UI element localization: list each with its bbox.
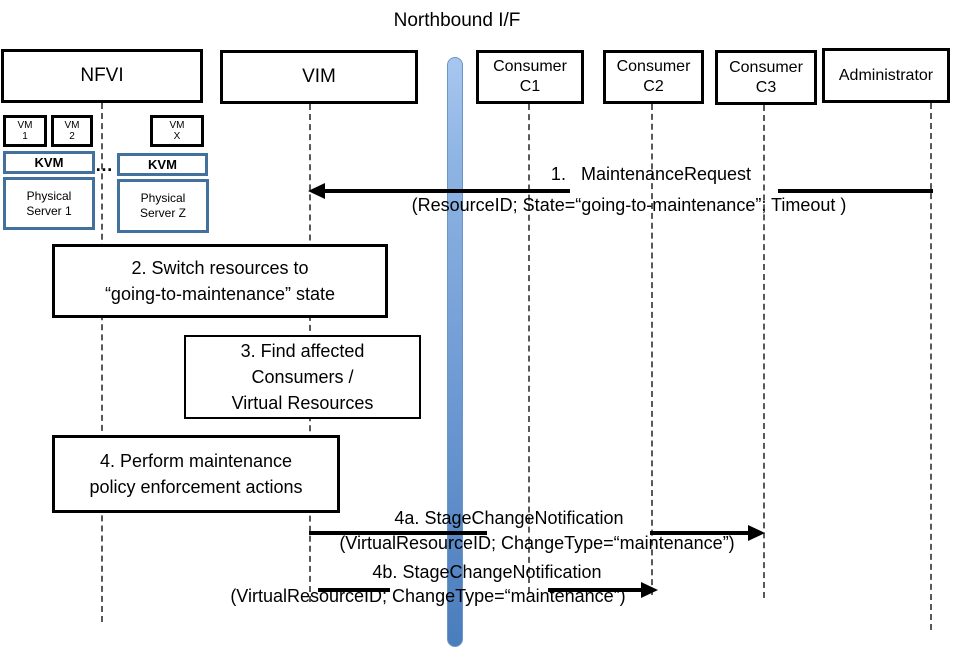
- kvm-2-box: KVM: [117, 153, 208, 176]
- actor-nfvi-label: NFVI: [80, 65, 124, 86]
- vm-1-box: VM 1: [3, 115, 47, 147]
- step-3-label: 3. Find affected Consumers / Virtual Res…: [231, 340, 374, 414]
- actor-administrator: Administrator: [822, 48, 950, 103]
- step-3-box: 3. Find affected Consumers / Virtual Res…: [184, 335, 421, 419]
- lifeline-administrator: [930, 103, 932, 630]
- actor-consumer-c1: Consumer C1: [476, 50, 584, 104]
- message-4a-name: 4a. StageChangeNotification: [394, 508, 624, 528]
- vm-x-box: VM X: [150, 115, 204, 147]
- message-1-params: (ResourceID; State=“going-to-maintenance…: [411, 195, 847, 215]
- message-1-name: 1. MaintenanceRequest: [550, 164, 752, 184]
- step-2-label: 2. Switch resources to “going-to-mainten…: [104, 257, 336, 304]
- step-2-box: 2. Switch resources to “going-to-mainten…: [52, 244, 388, 318]
- vm-x-label: VM X: [169, 119, 185, 143]
- actor-consumer-c1-label: Consumer C1: [493, 58, 567, 95]
- lifeline-consumer-c1: [528, 104, 530, 593]
- message-4a-params: (VirtualResourceID; ChangeType=“maintena…: [339, 533, 735, 553]
- step-4-box: 4. Perform maintenance policy enforcemen…: [52, 435, 340, 513]
- physical-server-z-label: Physical Server Z: [139, 191, 186, 220]
- physical-server-1-label: Physical Server 1: [26, 188, 72, 218]
- message-4b-arrowhead: [641, 582, 658, 598]
- vm-2-box: VM 2: [51, 115, 93, 147]
- lifeline-nfvi: [101, 103, 103, 622]
- diagram-title: Northbound I/F: [393, 10, 521, 31]
- message-4b-line: [318, 588, 390, 592]
- kvm-1-box: KVM: [3, 151, 95, 174]
- actor-vim: VIM: [220, 50, 418, 104]
- actor-consumer-c3-label: Consumer C3: [729, 58, 803, 96]
- physical-server-z-box: Physical Server Z: [117, 179, 209, 233]
- message-1-line: [778, 189, 933, 193]
- message-4a-arrowhead: [748, 525, 765, 541]
- message-4a-line: [309, 531, 487, 535]
- step-4-label: 4. Perform maintenance policy enforcemen…: [89, 450, 303, 497]
- kvm-1-label: KVM: [34, 155, 64, 170]
- actor-consumer-c2: Consumer C2: [603, 50, 704, 104]
- message-1-arrowhead: [308, 183, 325, 199]
- actor-consumer-c2-label: Consumer C2: [616, 58, 691, 95]
- message-4b-line: [548, 588, 641, 592]
- lifeline-consumer-c3: [763, 105, 765, 598]
- vm-2-label: VM 2: [64, 119, 80, 143]
- actor-vim-label: VIM: [302, 66, 336, 87]
- kvm-2-label: KVM: [148, 157, 177, 172]
- lifeline-consumer-c2: [651, 104, 653, 595]
- vm-1-label: VM 1: [17, 119, 33, 143]
- actor-nfvi: NFVI: [1, 49, 203, 103]
- ellipsis-between-servers: …: [95, 155, 113, 175]
- northbound-interface-bar: [447, 57, 463, 647]
- message-1-line: [320, 189, 570, 193]
- actor-consumer-c3: Consumer C3: [715, 50, 817, 105]
- message-4b-name: 4b. StageChangeNotification: [372, 562, 602, 582]
- physical-server-1-box: Physical Server 1: [3, 177, 95, 230]
- message-4a-line: [650, 531, 748, 535]
- actor-administrator-label: Administrator: [838, 66, 934, 84]
